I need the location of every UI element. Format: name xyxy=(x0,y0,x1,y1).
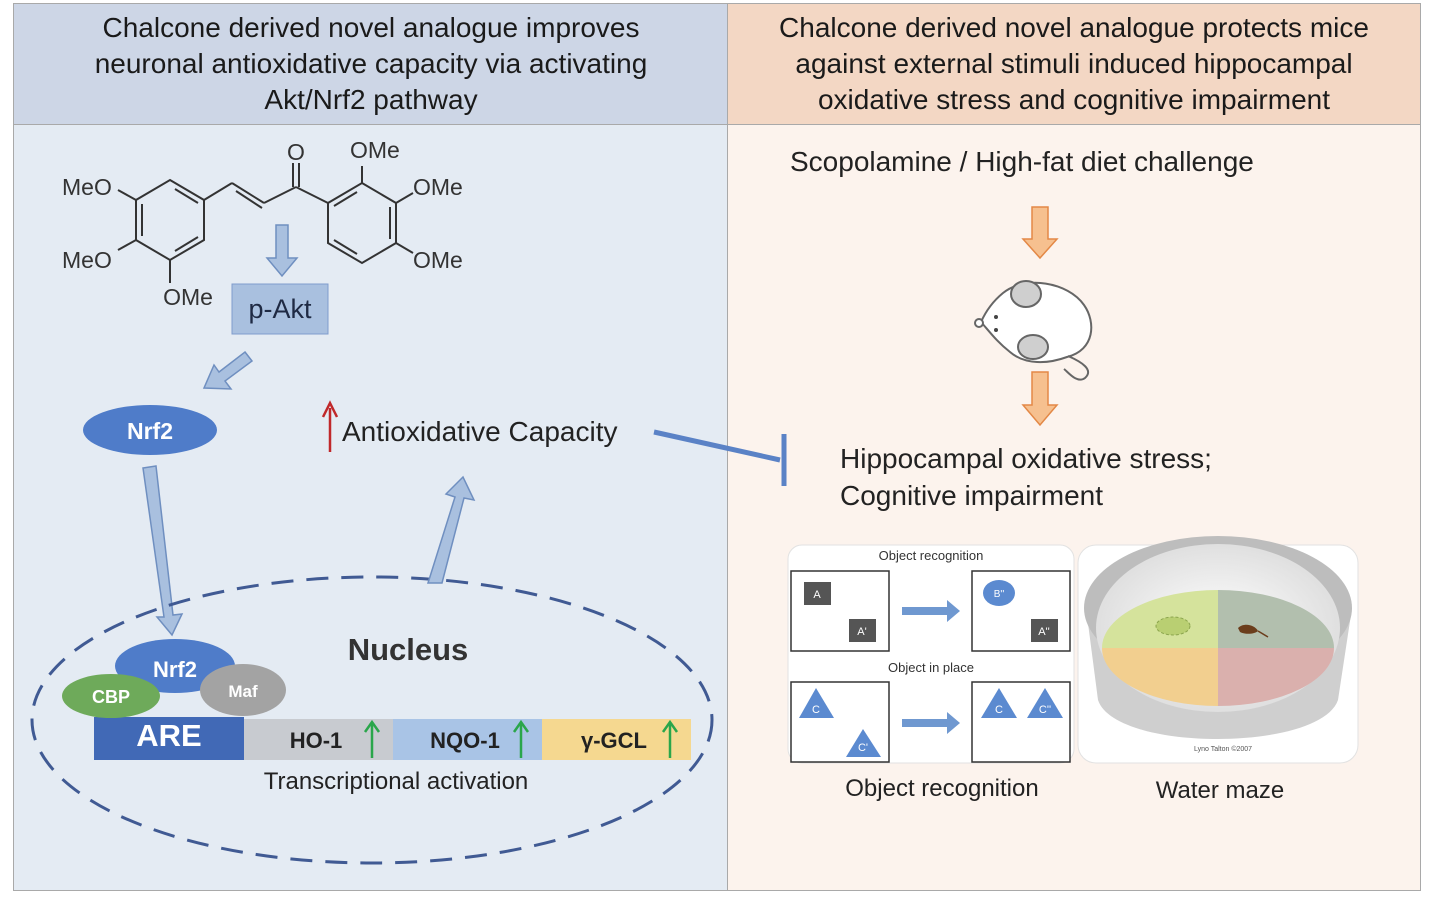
object-a-double: A'' xyxy=(1038,626,1050,638)
are-label: ARE xyxy=(136,718,201,753)
cbp-node xyxy=(62,674,160,718)
arrow-to-pakt xyxy=(265,224,299,278)
arrow-challenge-to-mouse xyxy=(1021,206,1059,260)
right-title-line-3: oxidative stress and cognitive impairmen… xyxy=(817,84,1330,115)
object-in-place-caption: Object in place xyxy=(888,660,974,675)
nucleus-boundary xyxy=(30,575,714,865)
pakt-box xyxy=(231,283,329,335)
gene-track: HO-1 NQO-1 γ-GCL xyxy=(244,719,691,760)
mouse-icon xyxy=(974,280,1093,381)
left-panel-header: Chalcone derived novel analogue improves… xyxy=(14,4,728,125)
outcome-line-2: Cognitive impairment xyxy=(840,480,1103,511)
gene-upregulation-arrow-1 xyxy=(363,719,381,758)
gene-upregulation-arrow-2 xyxy=(512,719,530,758)
chalcone-structure xyxy=(117,163,414,283)
increase-arrow-red xyxy=(321,400,339,452)
arrow-nrf2-to-nucleus xyxy=(142,465,184,637)
arrow-to-nrf2 xyxy=(202,350,254,390)
water-maze-credit: Lyno Talton ©2007 xyxy=(1194,745,1252,753)
outcome-line-1: Hippocampal oxidative stress; xyxy=(840,443,1212,474)
gene-label-3: γ-GCL xyxy=(581,728,647,753)
water-maze-label: Water maze xyxy=(1156,777,1284,804)
gene-label-1: HO-1 xyxy=(290,728,343,753)
arrow-object-2 xyxy=(902,712,960,734)
object-a: A xyxy=(813,589,821,601)
object-recognition-caption: Object recognition xyxy=(879,548,984,563)
object-c-prime-1: C' xyxy=(858,742,868,754)
nrf2-label: Nrf2 xyxy=(127,418,173,444)
group-ome-bottom: OMe xyxy=(163,284,213,310)
object-c-2: C xyxy=(995,704,1003,716)
group-meo-top-left: MeO xyxy=(62,174,112,200)
nrf2-bound-label: Nrf2 xyxy=(153,657,197,682)
left-title-line-2: neuronal antioxidative capacity via acti… xyxy=(94,48,648,79)
are-box xyxy=(94,717,244,760)
object-recognition-figure: Object recognition A A' B'' A'' Object i… xyxy=(787,544,1075,764)
nucleus-title: Nucleus xyxy=(348,632,469,667)
gene-upregulation-arrow-3 xyxy=(661,719,679,758)
group-meo-bottom-left: MeO xyxy=(62,247,112,273)
left-title-line-3: Akt/Nrf2 pathway xyxy=(264,84,478,115)
group-ome-top-right: OMe xyxy=(350,137,400,163)
right-title-line-2: against external stimuli induced hippoca… xyxy=(795,48,1353,79)
pakt-label: p-Akt xyxy=(248,294,312,324)
right-panel-header: Chalcone derived novel analogue protects… xyxy=(728,4,1420,125)
gene-label-2: NQO-1 xyxy=(430,728,500,753)
maf-node xyxy=(200,664,286,716)
object-c-1: C xyxy=(812,704,820,716)
carbonyl-oxygen: O xyxy=(287,139,305,165)
object-a-prime: A' xyxy=(857,626,866,638)
group-ome-right-bottom: OMe xyxy=(413,247,463,273)
object-c-double-prime: C'' xyxy=(1039,704,1051,716)
object-b-double: B'' xyxy=(994,589,1005,600)
arrow-object-1 xyxy=(902,600,960,622)
challenge-label: Scopolamine / High-fat diet challenge xyxy=(790,146,1254,177)
transcription-label: Transcriptional activation xyxy=(264,768,529,795)
left-title-line-1: Chalcone derived novel analogue improves xyxy=(102,12,640,43)
arena-4 xyxy=(971,681,1071,763)
molecule-labels: O MeO MeO OMe OMe OMe OMe xyxy=(62,137,463,310)
arrow-to-antioxidative xyxy=(426,475,476,584)
maf-label: Maf xyxy=(228,682,258,701)
antioxidative-label: Antioxidative Capacity xyxy=(342,416,617,447)
cbp-label: CBP xyxy=(92,687,130,707)
arrow-mouse-to-outcome xyxy=(1021,371,1059,427)
object-recognition-label: Object recognition xyxy=(845,775,1038,802)
group-ome-right-top: OMe xyxy=(413,174,463,200)
right-title-line-1: Chalcone derived novel analogue protects… xyxy=(779,12,1369,43)
nrf2-node xyxy=(83,405,217,455)
inhibition-arrow xyxy=(653,429,787,486)
water-maze-figure: Lyno Talton ©2007 xyxy=(1077,536,1359,764)
